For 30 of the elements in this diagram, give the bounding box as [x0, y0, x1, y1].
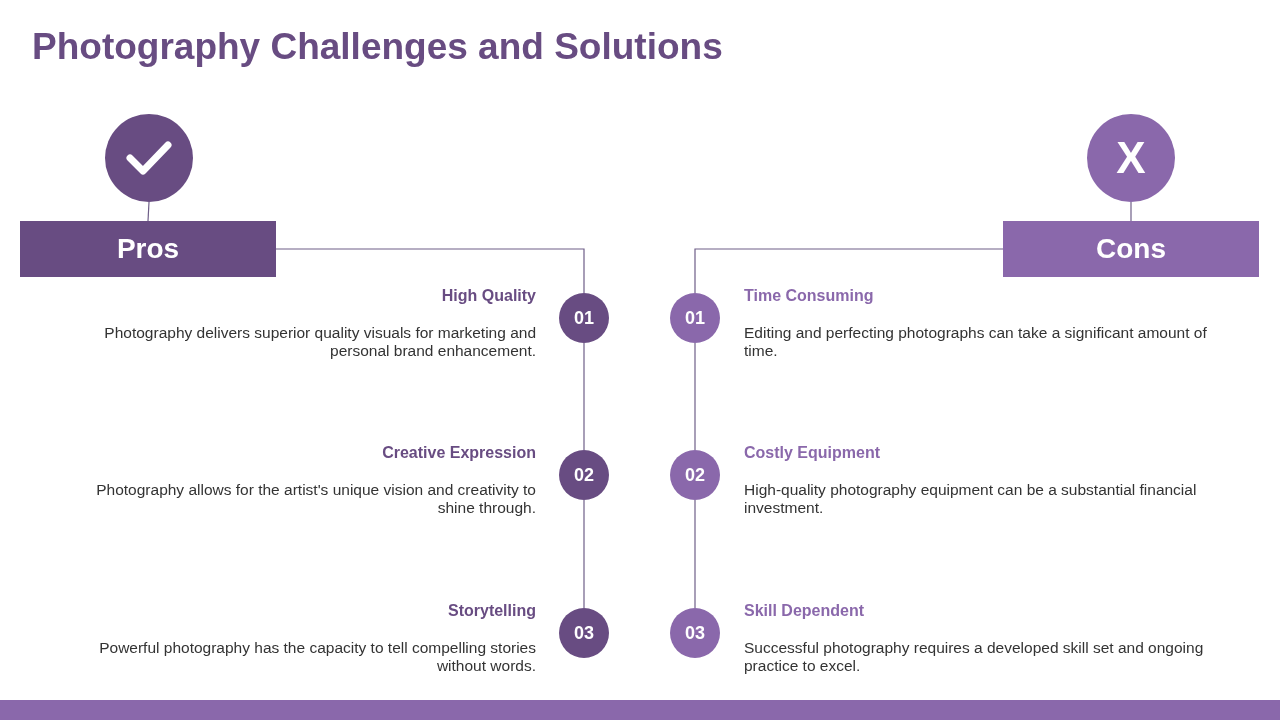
item-heading: Creative Expression: [382, 444, 536, 462]
number-badge: 03: [559, 608, 609, 658]
item-description: High-quality photography equipment can be a substantial financial investment.: [744, 481, 1198, 517]
connector-line: [1130, 201, 1132, 222]
number-badge: 03: [670, 608, 720, 658]
header-box: Pros: [20, 221, 276, 277]
connector-line: [694, 342, 696, 451]
number-badge: 02: [559, 450, 609, 500]
connector-line: [275, 248, 585, 294]
item-heading: Storytelling: [448, 602, 536, 620]
item-description: Editing and perfecting photographs can take a significant amount of time.: [744, 324, 1208, 360]
item-description: Powerful photography has the capacity to tell compelling stories without words.: [98, 639, 536, 675]
connector-line: [694, 248, 1004, 294]
connector-line: [147, 201, 150, 222]
connector-line: [694, 499, 696, 609]
header-box: Cons: [1003, 221, 1259, 277]
number-badge: 01: [559, 293, 609, 343]
item-heading: Skill Dependent: [744, 602, 865, 620]
slide-title: Photography Challenges and Solutions: [32, 26, 723, 68]
letter-badge: X: [1087, 114, 1175, 202]
connector-line: [583, 499, 585, 609]
item-heading: High Quality: [441, 287, 536, 305]
item-description: Photography delivers superior quality visuals for marketing and personal brand enhancement.: [103, 324, 536, 360]
number-badge: 01: [670, 293, 720, 343]
connector-line: [583, 342, 585, 451]
item-description: Successful photography requires a developed skill set and ongoing practice to excel.: [744, 639, 1205, 675]
number-badge: 02: [670, 450, 720, 500]
item-heading: Time Consuming: [744, 287, 874, 305]
item-heading: Costly Equipment: [744, 444, 880, 462]
item-description: Photography allows for the artist's unique vision and creativity to shine through.: [95, 481, 536, 517]
